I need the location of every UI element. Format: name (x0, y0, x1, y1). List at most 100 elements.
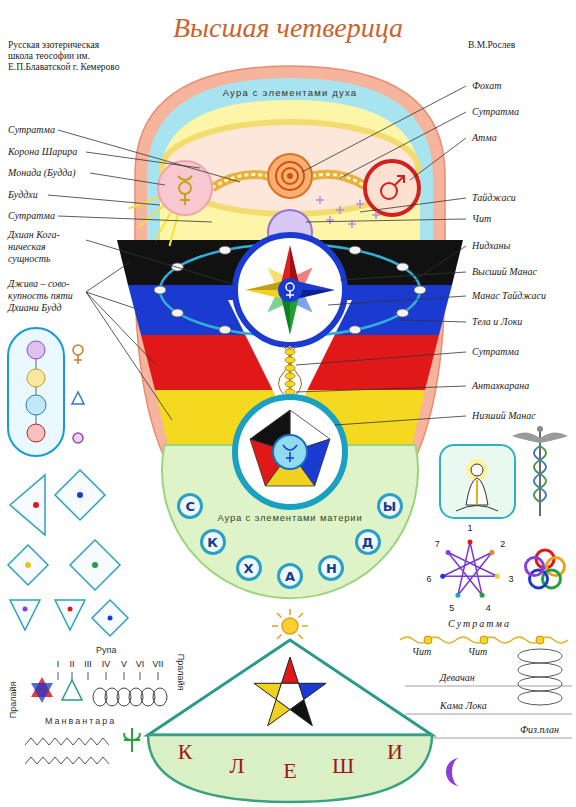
right-symbol-panel (534, 446, 546, 502)
left-symbol-panel (55, 600, 85, 630)
sun-symbol (302, 625, 308, 627)
text-holder: V (121, 659, 127, 669)
spirit-aura-illustration (414, 286, 426, 294)
text-holder: VII (152, 659, 163, 669)
text-holder: И (387, 741, 403, 763)
leader-lines (296, 386, 466, 392)
spirit-aura-illustration (268, 154, 312, 198)
klesha-triangle (148, 640, 432, 735)
right-symbol-panel (405, 686, 572, 687)
pentagram-symbol (254, 657, 326, 726)
text-holder: Чит (412, 646, 431, 658)
right-symbol-panel (466, 478, 488, 505)
klesha-letter: И (387, 741, 403, 763)
sun-symbol (299, 613, 304, 618)
skandha-letter: Х (244, 560, 254, 575)
left-symbol-panel (72, 392, 84, 404)
text-holder: Дхиан Кога- ническая сущность (8, 229, 82, 265)
star-number: 5 (449, 603, 454, 613)
scheme-label: Сутратма (448, 618, 511, 630)
text-holder: Атма (472, 132, 497, 144)
spirit-aura-illustration (286, 294, 294, 296)
trident-symbol (124, 728, 140, 752)
spirit-aura-illustration (287, 173, 293, 179)
star-number: 6 (426, 574, 431, 584)
matter-aura-illustration (283, 445, 297, 462)
right-symbol-panel (518, 649, 562, 663)
spirit-aura-illustration (326, 216, 334, 224)
text-holder: II (69, 659, 74, 669)
left-symbol-panel (25, 562, 31, 568)
text-holder: Аура с элементами материи (215, 512, 364, 523)
sun-symbol (272, 625, 278, 627)
manvantara-scheme (31, 683, 53, 703)
roman-numeral: V (121, 659, 127, 669)
text-holder: Антахкарана (472, 380, 529, 392)
leader-lines (86, 240, 236, 285)
sun-symbol (272, 609, 308, 639)
right-symbol-panel (480, 636, 488, 644)
right-symbol-panel (526, 550, 565, 588)
skandha-letter: С (186, 499, 196, 514)
text-holder: В.М.Рослев (468, 40, 515, 51)
right-symbol-panel (405, 714, 572, 715)
text-holder: Монада (Будда) (8, 167, 76, 179)
callout-label: Корона Шарира (8, 146, 77, 158)
right-symbol-panel (526, 558, 544, 576)
circle-outline (356, 531, 379, 554)
manvantara-scheme (124, 672, 125, 680)
matter-aura-illustration (235, 397, 345, 507)
vertical-label: Пралайя (8, 682, 19, 719)
right-symbol-panel (512, 432, 568, 443)
right-symbol-panel (443, 542, 498, 595)
spirit-aura-illustration (395, 176, 404, 185)
text-holder: IV (102, 659, 111, 669)
star-number: 7 (435, 539, 440, 549)
text-holder: III (84, 659, 92, 669)
sun-symbol (289, 609, 291, 615)
text-holder: Пралайя (8, 682, 19, 719)
manvantara-scheme (62, 680, 82, 700)
star-number: 2 (500, 539, 505, 549)
text-holder: С (186, 499, 196, 514)
plane-label: Девачан (440, 672, 475, 684)
spirit-aura-illustration (285, 373, 295, 379)
spirit-aura-illustration (312, 174, 365, 186)
text-holder: А (285, 569, 295, 584)
text-holder: Кама Лока (440, 700, 487, 712)
leader-lines (58, 216, 212, 222)
left-symbol-panel (36, 387, 37, 395)
callout-label: Нидханы (472, 240, 510, 252)
text-holder: Манвантара (45, 716, 116, 727)
callout-label: Буддхи (8, 189, 38, 201)
callout-label: Чит (472, 213, 491, 225)
text-holder: Физ.план (520, 724, 559, 736)
manvantara-scheme (25, 738, 109, 745)
leader-lines (412, 246, 466, 282)
spirit-aura-illustration (285, 365, 295, 371)
circle-outline (201, 531, 224, 554)
circle-outline (320, 556, 343, 579)
spirit-aura-illustration (178, 176, 192, 180)
right-symbol-panel (518, 677, 562, 691)
spirit-aura-illustration (285, 357, 295, 363)
sun-symbol (277, 613, 282, 618)
spirit-aura-illustration (282, 168, 298, 184)
spirit-aura-illustration (372, 211, 380, 219)
star-number: 4 (486, 603, 491, 613)
left-symbol-panel (10, 475, 45, 535)
left-symbol-panel (26, 395, 46, 415)
sun-symbol (299, 635, 304, 640)
vertical-label: Пралайя (175, 654, 186, 691)
spirit-aura-illustration (336, 206, 344, 214)
skandha-letter: Н (326, 560, 337, 575)
text-holder: Русская эзотерическая школа теософии им.… (8, 40, 126, 73)
spirit-aura-illustration (160, 244, 420, 336)
leader-lines (58, 130, 240, 182)
star-number: 3 (508, 574, 513, 584)
text-holder: 3 (508, 574, 513, 584)
skandha-letter: Ы (383, 499, 396, 514)
spirit-aura-illustration (171, 309, 183, 317)
